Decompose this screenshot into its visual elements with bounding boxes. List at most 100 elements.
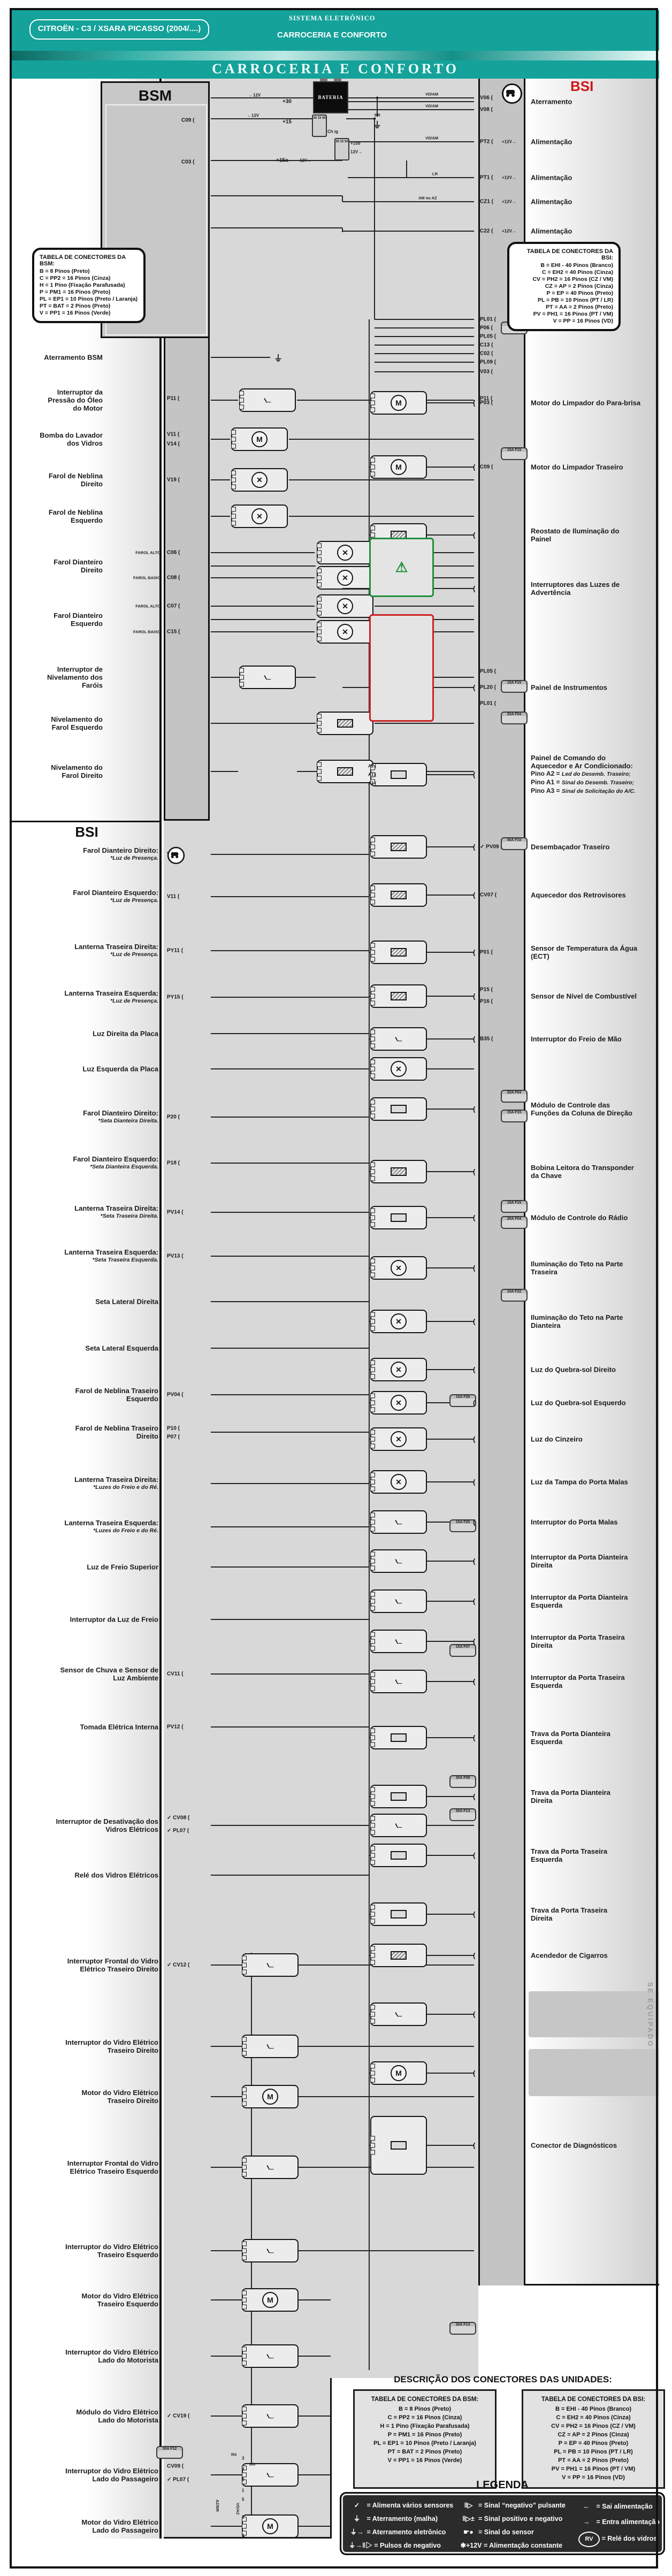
connector-stub: ( xyxy=(473,1733,476,1742)
table-row: PT = AA = 2 Pinos (Preto) xyxy=(558,2457,629,2464)
fuse-F22: 15A F22 xyxy=(501,1289,528,1302)
table-row: C = PP2 = 16 Pinos (Cinza) xyxy=(387,2414,462,2421)
component-label: Farol Dianteiro Direito xyxy=(54,558,103,574)
component-sublabel: *Luz de Presença. xyxy=(110,855,158,861)
wire xyxy=(211,2167,242,2168)
sub-label: FAROL ALTO xyxy=(135,550,161,555)
wire xyxy=(299,2096,474,2097)
battery: BATERIA xyxy=(313,81,348,113)
ignition-label: Ch ig xyxy=(327,129,338,134)
component-label: Interruptores das Luzes de Advertência xyxy=(531,580,620,597)
wire xyxy=(431,687,474,688)
wire xyxy=(375,319,474,320)
strip-pin-code: V11 ( xyxy=(167,893,180,900)
strip-pin-code: PT1 ( xyxy=(480,174,493,181)
wire xyxy=(427,1914,474,1915)
connector-pins xyxy=(317,762,322,781)
component-motor: M xyxy=(370,2061,427,2085)
wire xyxy=(211,97,313,98)
strip-pin-code: P11 ( xyxy=(480,395,493,402)
strip-pin-code: PL05 ( xyxy=(480,333,497,340)
wire xyxy=(211,1163,369,1164)
wire xyxy=(427,774,474,775)
bulb-icon: ✕ xyxy=(337,570,353,586)
fuse-F25: 15A F25 xyxy=(449,1519,476,1532)
wire xyxy=(427,1038,474,1039)
strip-pin-code: PY11 ( xyxy=(167,947,184,954)
component-switch: ⦦ xyxy=(242,2035,299,2058)
component-switch: ⦦ xyxy=(370,1814,427,1837)
wire xyxy=(211,195,342,196)
component-label: Interruptor da Luz de Freio xyxy=(70,1615,158,1624)
strip-pin-code: P20 ( xyxy=(167,1114,180,1120)
legend-symbol: ✱+12V xyxy=(460,2542,482,2549)
table-row: PV = PH1 = 16 Pinos (PT / VM) xyxy=(533,311,613,317)
strip-pin-code: P01 ( xyxy=(480,949,493,956)
connector-pins xyxy=(242,2406,247,2426)
component-label: Trava da Porta Dianteira Direita xyxy=(531,1788,610,1805)
strip-pin-code: CV09 ( xyxy=(167,2463,184,2470)
bsm-table-title: TABELA DE CONECTORES DA BSM: xyxy=(40,254,126,267)
component-label: Motor do Limpador do Para-brisa xyxy=(531,399,641,407)
wire-vertical xyxy=(377,98,378,117)
component-bulb: ✕ xyxy=(370,1358,427,1381)
component-label: Motor do Limpador Traseiro xyxy=(531,463,623,471)
table-row: H = 1 Pino (Fixação Parafusada) xyxy=(380,2423,470,2429)
legend-symbol: RV xyxy=(578,2531,600,2547)
wire xyxy=(375,723,474,724)
section-divider xyxy=(12,821,162,822)
connector-pins xyxy=(370,1846,375,1865)
strip-pin-code: PL09 ( xyxy=(480,359,497,365)
connector-pins xyxy=(370,393,375,412)
wire xyxy=(427,1321,474,1322)
bulb-icon: ✕ xyxy=(251,472,268,488)
connector-pins xyxy=(370,1312,375,1331)
bsm-title: BSM xyxy=(138,87,172,104)
wire-color-label: BG xyxy=(249,2462,256,2467)
box-icon xyxy=(391,1105,407,1113)
switch-icon: ⦦ xyxy=(264,672,271,682)
wire xyxy=(369,467,370,468)
pin-note: Pino A1 = Sinal do Desemb. Traseiro; xyxy=(531,778,635,786)
wire xyxy=(427,2145,474,2146)
wire xyxy=(427,1955,474,1956)
wire xyxy=(211,1117,369,1118)
table-row: CZ = AP = 2 Pinos (Cinza) xyxy=(558,2432,629,2438)
table-row: CV = PH2 = 16 Pinos (CZ / VM) xyxy=(532,276,613,282)
connector-stub: ( xyxy=(473,1398,476,1407)
component-label: Desembaçador Traseiro xyxy=(531,843,610,851)
bsm-pin-c03: C03 ( xyxy=(181,159,195,165)
wire-color-label: VD/AZ xyxy=(235,2503,240,2515)
wire xyxy=(369,1601,370,1602)
res-icon xyxy=(337,719,353,728)
sunroof-switch-panel xyxy=(529,1991,659,2037)
component-label: Módulo de Controle das Funções da Coluna… xyxy=(531,1101,632,1117)
wire xyxy=(211,516,230,517)
component-motor: M xyxy=(370,391,427,415)
box-icon xyxy=(391,1851,407,1860)
sub-label: FAROL BAIXO xyxy=(133,575,161,580)
connector-stub: ( xyxy=(473,948,476,957)
wire-vertical xyxy=(406,160,407,178)
connector-stub: ( xyxy=(473,1637,476,1646)
component-motor: M xyxy=(242,2288,299,2312)
strip-pin-code: CV11 ( xyxy=(167,1671,184,1677)
connector-pins xyxy=(370,1728,375,1747)
component-bulb: ✕ xyxy=(317,541,373,564)
car-icon xyxy=(167,846,185,865)
bsm-connector-table-top: TABELA DE CONECTORES DA BSM: B = 8 Pinos… xyxy=(32,248,146,323)
connector-pins xyxy=(231,430,236,449)
bulb-icon: ✕ xyxy=(391,1395,407,1411)
pin-number: 2 xyxy=(242,2477,245,2482)
strip-pin-code: C09 ( xyxy=(480,464,493,470)
table-row: P = EP = 40 Pinos (Preto) xyxy=(558,2440,629,2447)
wire-color-label: VD/AM xyxy=(425,135,439,141)
table-row: V = PP = 16 Pinos (VD) xyxy=(562,2474,625,2481)
component-switch: ⦦ xyxy=(370,1630,427,1653)
component-label: Interruptor da Porta Dianteira Direita xyxy=(531,1553,628,1569)
wire xyxy=(211,1566,369,1568)
bsm-table-rows: B = 8 Pinos (Preto)C = PP2 = 16 Pinos (C… xyxy=(358,2405,492,2465)
legend-symbol: ⏚→‖▷ xyxy=(349,2542,372,2549)
wire xyxy=(211,2250,242,2251)
